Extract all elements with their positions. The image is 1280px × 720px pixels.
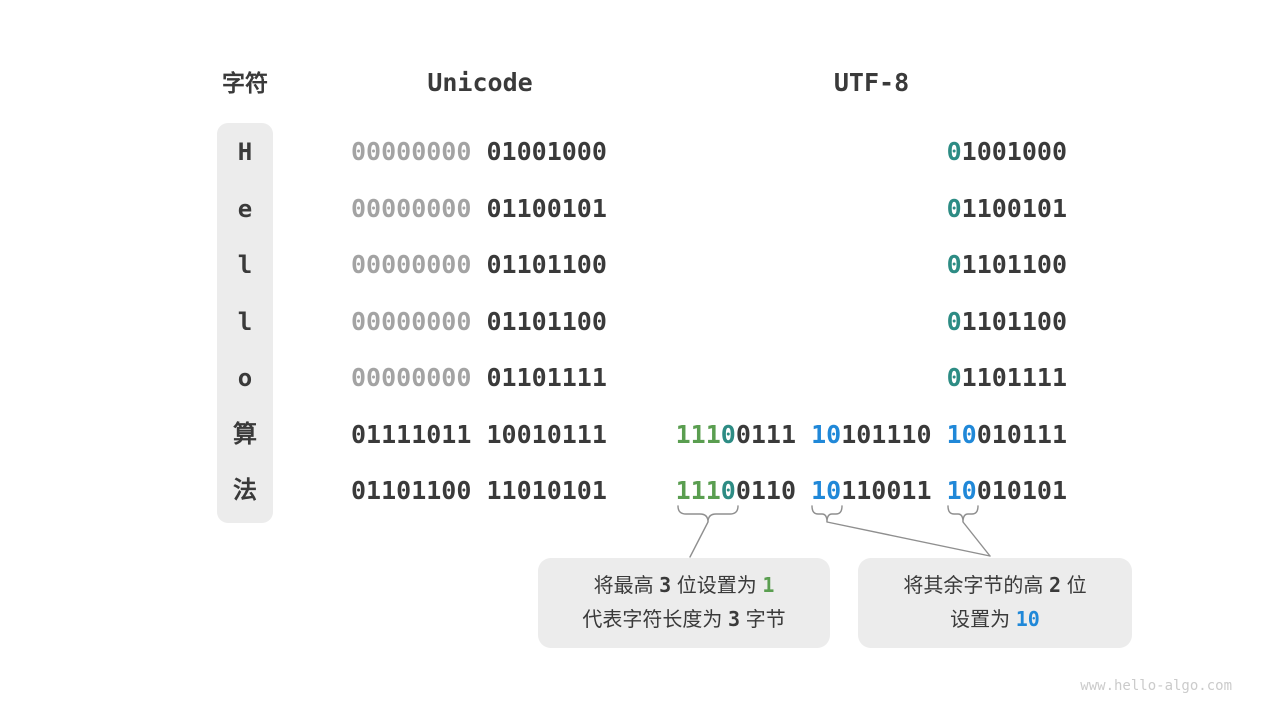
char-cell: o [237,364,253,392]
unicode-value: 01101100 11010101 [351,473,607,509]
unicode-value: 00000000 01101100 [351,247,607,283]
binary-segment: 0 [946,306,962,336]
binary-segment: 11010101 [486,476,607,505]
note-line: 将最高 3 位设置为 1 [594,569,775,603]
note-line: 将其余字节的高 2 位 [903,569,1086,603]
utf8-value: 01101111 [947,360,1067,396]
binary-segment: 00000000 [351,306,472,336]
binary-segment: 00000000 [351,137,472,166]
note-line: 设置为 10 [950,603,1040,637]
binary-segment: 01101111 [486,363,607,392]
binary-segment: 00000000 [351,193,472,223]
unicode-value: 00000000 01101100 [351,304,607,340]
binary-segment: 10 [1015,607,1040,631]
binary-segment: 101110 [841,419,932,449]
binary-segment: 111 [675,476,721,505]
binary-segment: 位设置为 [671,575,763,597]
binary-segment: 10 [811,419,842,449]
binary-segment: 0 [720,419,736,449]
binary-segment: 00000000 [351,363,472,392]
binary-segment: 01001000 [486,137,607,166]
binary-segment: 3 [727,607,741,631]
binary-segment: 将其余字节的高 [903,575,1049,597]
unicode-value: 00000000 01101111 [351,360,607,396]
binary-segment: 111 [675,419,721,449]
binary-segment: 1101111 [961,363,1067,392]
connector-line [689,521,709,558]
utf8-value: 01101100 [947,247,1067,283]
table-row: 算 01111011 10010111 11100111 10101110 10… [0,417,1280,453]
binary-segment: 0 [720,476,736,505]
watermark: www.hello-algo.com [1080,678,1232,694]
char-column-header: 字符 [222,70,268,96]
unicode-value: 00000000 01100101 [351,191,607,227]
binary-segment: 01100101 [486,193,607,223]
binary-segment: 110011 [841,476,932,505]
char-cell: 法 [233,477,257,504]
utf8-value: 01001000 [947,134,1067,170]
binary-segment: 字节 [740,609,786,631]
binary-segment: 3 [659,573,672,597]
binary-segment: 代表字符长度为 [582,609,728,631]
char-cell: l [237,251,253,279]
char-cell: l [237,307,253,336]
binary-segment: 0 [946,193,962,223]
binary-segment: 1101100 [961,306,1067,336]
binary-segment: 01101100 [486,306,607,336]
binary-segment: 0 [946,250,962,279]
table-row: o 00000000 01101111 01101111 [0,360,1280,396]
unicode-column-header: Unicode [427,68,533,97]
binary-segment: 2 [1048,573,1062,597]
binary-segment: 10010111 [486,419,607,449]
utf8-value: 11100110 10110011 10010101 [676,473,1067,509]
binary-segment: 010111 [976,419,1067,449]
table-row: H 00000000 01001000 01001000 [0,134,1280,170]
binary-segment: 01101100 [486,250,607,279]
connector-line [826,521,991,557]
binary-segment: 将最高 [593,575,660,597]
binary-segment: 1100101 [961,193,1067,223]
binary-segment: 0 [946,137,962,166]
binary-segment: 00000000 [351,250,472,279]
unicode-value: 00000000 01001000 [351,134,607,170]
utf8-column-header: UTF-8 [833,68,910,97]
binary-segment: 10 [946,476,977,505]
table-row: l 00000000 01101100 01101100 [0,247,1280,283]
binary-segment: 1 [762,573,775,597]
connector-line [962,521,991,557]
char-cell: H [237,138,253,166]
binary-segment: 设置为 [950,609,1016,631]
binary-segment: 01101100 [351,476,472,505]
utf8-value: 01100101 [947,191,1067,227]
binary-segment: 10 [946,419,977,449]
binary-segment: 01111011 [351,419,472,449]
table-row: 法 01101100 11010101 11100110 10110011 10… [0,473,1280,509]
char-cell: e [237,194,253,223]
binary-segment: 010101 [976,476,1067,505]
binary-segment: 0111 [735,419,797,449]
note-line: 代表字符长度为 3 字节 [582,603,785,637]
utf8-value: 11100111 10101110 10010111 [676,417,1067,453]
binary-segment: 1101100 [961,250,1067,279]
binary-segment: 0 [946,363,962,392]
char-cell: 算 [233,420,257,448]
char-column-background [217,123,273,523]
binary-segment: 0110 [735,476,797,505]
binary-segment: 位 [1061,575,1087,597]
binary-segment: 1001000 [961,137,1067,166]
utf8-value: 01101100 [947,304,1067,340]
note-box-continuation-bytes: 将其余字节的高 2 位设置为 10 [858,558,1132,648]
binary-segment: 10 [811,476,842,505]
table-row: e 00000000 01100101 01100101 [0,191,1280,227]
table-row: l 00000000 01101100 01101100 [0,304,1280,340]
unicode-value: 01111011 10010111 [351,417,607,453]
